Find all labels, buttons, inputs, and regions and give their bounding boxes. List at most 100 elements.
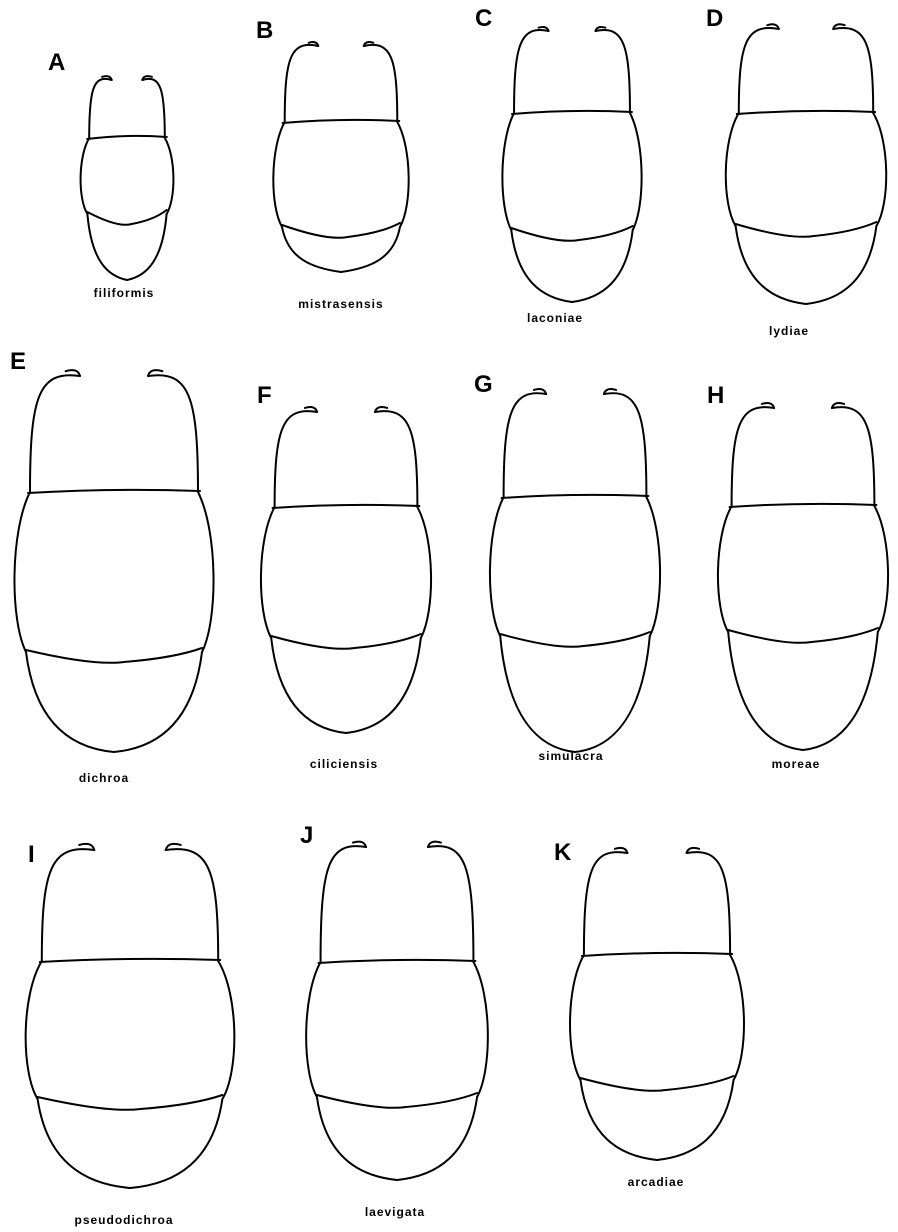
lower-left-outline — [38, 1099, 130, 1188]
suture-1 — [582, 953, 732, 956]
middle-right-outline — [630, 113, 642, 230]
head-left-outline — [275, 411, 318, 507]
head-right-outline — [142, 79, 165, 138]
species-label: arcadiae — [628, 1175, 685, 1189]
panel-letter: C — [475, 5, 492, 32]
species-label: pseudodichroa — [74, 1213, 173, 1227]
panel-letter: G — [474, 371, 493, 398]
head-right-outline — [364, 45, 398, 122]
suture-2 — [282, 223, 400, 238]
head-left-outline — [739, 28, 779, 113]
panel-letter: F — [257, 382, 272, 409]
head-right-outline — [832, 407, 875, 506]
species-label: filiformis — [94, 286, 155, 300]
suture-2 — [728, 628, 878, 643]
suture-1 — [502, 495, 649, 498]
middle-right-outline — [165, 138, 174, 214]
middle-left-outline — [261, 507, 275, 638]
middle-left-outline — [726, 113, 739, 226]
panel-g: Gsimulacra — [474, 371, 660, 763]
suture-2 — [38, 1095, 223, 1110]
middle-right-outline — [198, 492, 214, 652]
suture-1 — [319, 960, 476, 963]
middle-left-outline — [490, 497, 504, 636]
head-left-outline — [321, 846, 367, 962]
species-label: lydiae — [769, 324, 809, 338]
middle-right-outline — [873, 113, 886, 226]
middle-left-outline — [570, 955, 584, 1080]
suture-1 — [40, 959, 220, 962]
head-right-outline — [148, 375, 198, 492]
panel-letter: I — [28, 841, 35, 868]
head-right-outline — [833, 28, 873, 113]
head-left-outline — [504, 393, 546, 497]
lower-right-outline — [397, 1097, 477, 1180]
middle-right-outline — [473, 962, 487, 1097]
species-label: laevigata — [365, 1205, 425, 1219]
lower-left-outline — [317, 1097, 397, 1180]
panel-letter: B — [256, 17, 273, 44]
lower-right-outline — [575, 636, 650, 752]
lower-right-outline — [806, 226, 876, 304]
head-right-outline — [595, 30, 630, 113]
suture-1 — [737, 111, 875, 114]
panel-letter: H — [707, 382, 724, 409]
head-left-outline — [514, 30, 549, 113]
head-right-outline — [375, 411, 418, 507]
suture-1 — [283, 120, 400, 123]
suture-2 — [317, 1093, 477, 1108]
panel-h: Hmoreae — [707, 382, 888, 771]
head-right-outline — [604, 393, 647, 497]
head-left-outline — [89, 79, 112, 138]
panel-letter: D — [706, 5, 723, 32]
suture-1 — [512, 111, 632, 114]
species-label: laconiae — [527, 311, 583, 325]
lower-right-outline — [572, 230, 633, 302]
lower-left-outline — [736, 226, 806, 304]
middle-left-outline — [502, 113, 514, 230]
suture-2 — [511, 226, 632, 241]
lower-right-outline — [657, 1080, 734, 1160]
suture-2 — [87, 210, 166, 225]
middle-left-outline — [26, 961, 42, 1099]
head-left-outline — [30, 375, 80, 492]
species-label: moreae — [772, 757, 821, 771]
head-left-outline — [285, 45, 319, 122]
middle-right-outline — [646, 497, 660, 636]
lower-left-outline — [728, 632, 803, 750]
panel-letter: J — [300, 822, 313, 849]
head-left-outline — [42, 849, 95, 961]
panel-j: Jlaevigata — [300, 822, 488, 1219]
suture-2 — [580, 1076, 733, 1091]
lower-right-outline — [803, 632, 878, 750]
panel-letter: A — [48, 49, 65, 76]
head-left-outline — [584, 852, 628, 955]
middle-left-outline — [14, 492, 30, 652]
suture-1 — [87, 136, 167, 139]
suture-1 — [273, 505, 420, 508]
middle-right-outline — [417, 507, 431, 638]
suture-1 — [28, 490, 200, 493]
suture-2 — [26, 648, 202, 663]
middle-right-outline — [218, 961, 234, 1099]
head-left-outline — [732, 407, 775, 506]
middle-left-outline — [306, 962, 320, 1097]
middle-left-outline — [718, 506, 732, 632]
lower-left-outline — [26, 652, 114, 752]
lower-left-outline — [271, 638, 346, 733]
head-right-outline — [428, 846, 474, 962]
suture-2 — [500, 632, 650, 647]
middle-left-outline — [81, 138, 90, 214]
panel-letter: K — [554, 839, 572, 866]
species-label: mistrasensis — [298, 297, 383, 311]
lower-right-outline — [114, 652, 202, 752]
lower-left-outline — [580, 1080, 657, 1160]
head-right-outline — [687, 852, 731, 955]
